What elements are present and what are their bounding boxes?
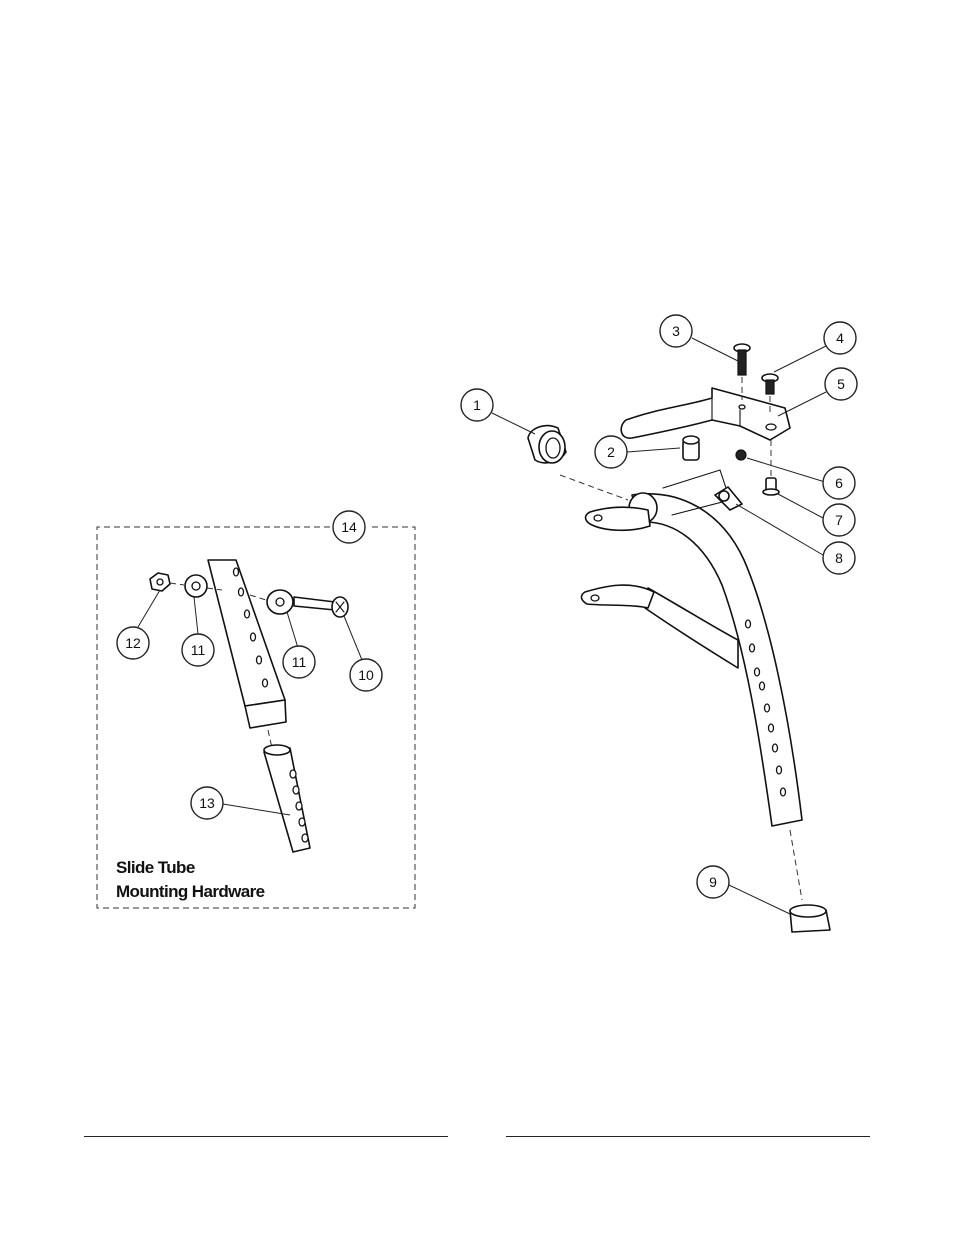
inset-box xyxy=(96,526,416,909)
callout-8: 8 xyxy=(822,541,856,575)
callout-9: 9 xyxy=(696,865,730,899)
callout-5: 5 xyxy=(824,367,858,401)
svg-text:8: 8 xyxy=(835,550,843,566)
inset-tube-section xyxy=(207,559,287,749)
callout-7: 7 xyxy=(822,503,856,537)
footer-rule-right xyxy=(506,1136,870,1137)
upper-frame-clamp xyxy=(584,506,651,532)
part-8-latch xyxy=(714,486,743,511)
svg-text:4: 4 xyxy=(836,330,844,346)
callout-2: 2 xyxy=(594,435,628,469)
part-7-barrel-nut xyxy=(762,440,780,496)
part-5-bracket xyxy=(620,387,791,441)
callout-14: 14 xyxy=(332,510,366,544)
svg-text:9: 9 xyxy=(709,874,717,890)
callout-11-left: 11 xyxy=(181,633,215,667)
callout-6: 6 xyxy=(822,466,856,500)
part-13-slide-insert xyxy=(263,744,311,853)
svg-text:11: 11 xyxy=(292,654,307,670)
svg-text:14: 14 xyxy=(341,519,357,535)
svg-text:6: 6 xyxy=(835,475,843,491)
part-12-nut xyxy=(149,572,171,592)
main-frame-tube xyxy=(628,492,803,827)
part-2-spacer xyxy=(682,435,700,461)
inset-caption-line2: Mounting Hardware xyxy=(116,882,265,901)
callout-3: 3 xyxy=(659,314,693,348)
part-4-screw xyxy=(761,373,779,412)
callout-4: 4 xyxy=(823,321,857,355)
svg-text:11: 11 xyxy=(191,642,206,658)
part-6-nut xyxy=(735,449,747,461)
svg-text:5: 5 xyxy=(837,376,845,392)
footer-rule-left xyxy=(84,1136,448,1137)
callout-12: 12 xyxy=(116,626,150,660)
svg-text:1: 1 xyxy=(473,397,481,413)
inset-caption-line1: Slide Tube xyxy=(116,858,195,877)
callout-11-right: 11 xyxy=(282,645,316,679)
part-11-washer-left xyxy=(184,574,208,598)
part-11-spacer-right xyxy=(266,589,294,615)
svg-text:7: 7 xyxy=(835,512,843,528)
svg-text:2: 2 xyxy=(607,444,615,460)
svg-text:3: 3 xyxy=(672,323,680,339)
svg-text:10: 10 xyxy=(358,667,374,683)
callout-10: 10 xyxy=(349,658,383,692)
svg-text:13: 13 xyxy=(199,795,215,811)
part-1-bushing xyxy=(527,424,567,464)
part-9-tip xyxy=(789,829,831,933)
lower-crossbar xyxy=(580,584,739,669)
callout-1: 1 xyxy=(460,388,494,422)
part-3-screw xyxy=(733,343,751,400)
callout-13: 13 xyxy=(190,786,224,820)
svg-text:12: 12 xyxy=(125,635,141,651)
part-10-bolt xyxy=(293,596,349,618)
